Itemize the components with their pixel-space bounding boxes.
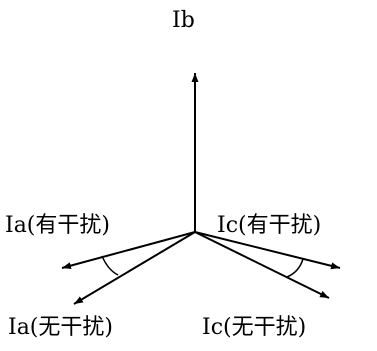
ic-angle-arc [286, 258, 304, 278]
ia-no-interference-vector [73, 231, 196, 305]
ic-interference-vector [194, 231, 341, 270]
ic-no-interference-vector [194, 231, 330, 299]
ia-interference-label: Ia(有干扰) [5, 213, 110, 238]
ia-angle-arc [101, 255, 119, 276]
ib-label: Ib [172, 8, 195, 33]
ic-no-interference-label: Ic(无干扰) [202, 315, 307, 340]
ia-interference-vector [61, 231, 196, 270]
ic-interference-label: Ic(有干扰) [217, 213, 322, 238]
ia-no-interference-label: Ia(无干扰) [8, 315, 113, 340]
